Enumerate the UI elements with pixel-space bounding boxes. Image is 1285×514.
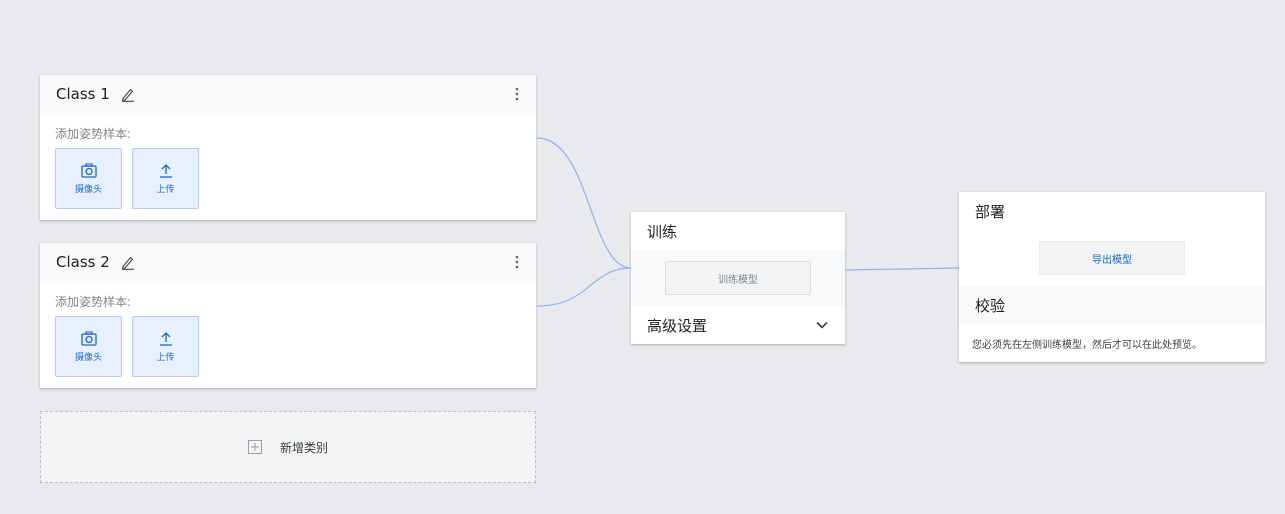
preview-message: 您必须先在左侧训练模型，然后才可以在此处预览。 (972, 340, 1202, 351)
add-class-label: 新增类别 (279, 440, 328, 455)
add-samples-label: 添加姿势样本: (55, 295, 132, 309)
connector-train-deploy (844, 267, 960, 271)
upload-button[interactable]: 上传 (132, 148, 199, 209)
sample-buttons: 摄像头 上传 (55, 148, 521, 209)
class-card-header: Class 2 (40, 243, 536, 281)
webcam-button[interactable]: 摄像头 (55, 316, 122, 377)
training-title: 训练 (647, 222, 678, 241)
more-vert-icon[interactable] (514, 86, 520, 102)
sample-buttons: 摄像头 上传 (55, 316, 521, 377)
camera-icon (80, 331, 97, 346)
class-title[interactable]: Class 1 (56, 85, 110, 103)
class-title[interactable]: Class 2 (56, 253, 110, 271)
advanced-settings-label: 高级设置 (647, 316, 708, 335)
advanced-settings-toggle[interactable]: 高级设置 (631, 306, 845, 344)
class-card-body: 添加姿势样本: 摄像头 上传 (40, 113, 536, 221)
connector-class2-train (536, 267, 632, 307)
upload-button[interactable]: 上传 (132, 316, 199, 377)
class-card-1: Class 1 添加姿势样本: 摄像头 (40, 75, 536, 220)
webcam-label: 摄像头 (74, 185, 102, 195)
add-samples-label: 添加姿势样本: (55, 127, 132, 141)
more-vert-icon[interactable] (514, 254, 520, 270)
class-card-2: Class 2 添加姿势样本: 摄像头 (40, 243, 536, 388)
chevron-down-icon (816, 321, 828, 329)
connector-class1-train (536, 137, 632, 269)
upload-label: 上传 (156, 185, 175, 195)
upload-icon (159, 164, 172, 178)
pencil-icon[interactable] (120, 86, 136, 102)
webcam-button[interactable]: 摄像头 (55, 148, 122, 209)
class-card-body: 添加姿势样本: 摄像头 上传 (40, 281, 536, 389)
upload-icon (159, 332, 172, 346)
add-class-button[interactable]: 新增类别 (40, 411, 536, 483)
pencil-icon[interactable] (120, 254, 136, 270)
export-model-button[interactable]: 导出模型 (1039, 241, 1185, 275)
deploy-card: 部署 导出模型 校验 您必须先在左侧训练模型，然后才可以在此处预览。 (959, 192, 1265, 362)
plus-box-icon (247, 440, 262, 454)
webcam-label: 摄像头 (74, 353, 102, 363)
upload-label: 上传 (156, 353, 175, 363)
deploy-title: 部署 (975, 202, 1006, 221)
camera-icon (80, 163, 97, 178)
training-card: 训练 训练模型 高级设置 (631, 212, 845, 344)
preview-title: 校验 (959, 286, 1265, 324)
class-card-header: Class 1 (40, 75, 536, 113)
export-wrap: 导出模型 (959, 230, 1265, 286)
train-model-button[interactable]: 训练模型 (665, 261, 811, 295)
training-body: 训练模型 (631, 250, 845, 306)
